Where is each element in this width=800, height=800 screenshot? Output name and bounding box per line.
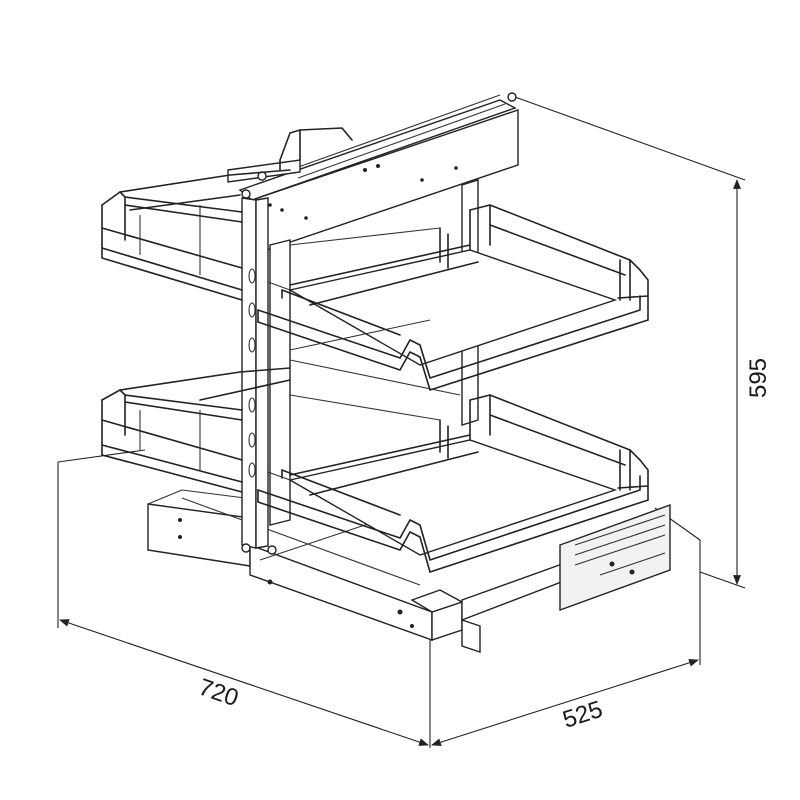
right-lower-basket [257, 394, 649, 573]
left-lower-basket [101, 367, 291, 493]
right-upper-tray-floor [288, 249, 618, 366]
height-dimension: 595 [514, 96, 772, 589]
front-base-rail [249, 543, 433, 641]
post-front-face [241, 197, 257, 549]
post-side-face [255, 197, 269, 549]
right-upper-basket [257, 204, 649, 391]
width-dimension-line [59, 619, 429, 746]
slide-front-bracket [461, 619, 481, 653]
right-lower-tray-floor [288, 439, 618, 556]
left-upper-basket [101, 127, 353, 301]
height-dimension-label: 595 [745, 358, 772, 398]
height-extension-top [514, 96, 746, 181]
top-frame [227, 92, 519, 256]
left-base-channel [147, 503, 251, 567]
height-extension-bottom [699, 571, 746, 589]
post-connectors [267, 227, 461, 481]
base-frame [147, 489, 671, 653]
depth-dimension-line [431, 658, 699, 747]
top-left-bracket [227, 159, 301, 183]
slide-housing [559, 504, 671, 611]
